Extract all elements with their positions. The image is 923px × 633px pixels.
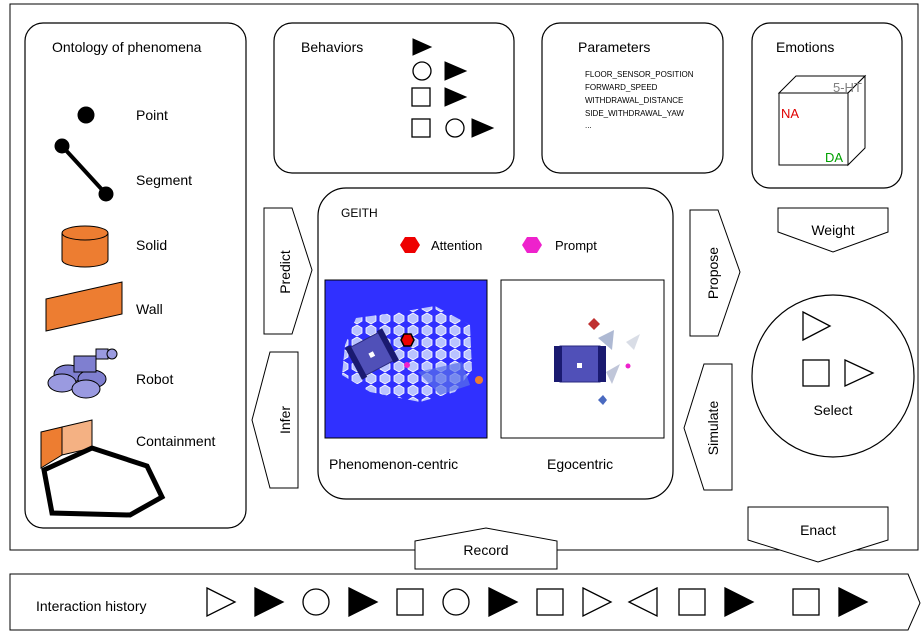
parameter-item: SIDE_WITHDRAWAL_YAW xyxy=(585,109,684,118)
emotions-panel: Emotions 5-HT NA DA xyxy=(751,22,903,189)
ontology-item-solid: Solid xyxy=(136,237,167,253)
segment-icon xyxy=(54,138,114,202)
history-label: Interaction history xyxy=(36,598,147,614)
emotion-axis-5ht: 5-HT xyxy=(833,80,862,95)
propose-arrow: Propose xyxy=(689,209,741,337)
select-circle xyxy=(751,294,915,458)
phenomenon-centric-view xyxy=(324,279,488,439)
emotion-axis-na: NA xyxy=(781,106,799,121)
history-triangle-outline-icon xyxy=(206,586,237,618)
phenomenon-centric-label: Phenomenon-centric xyxy=(329,456,458,472)
parameters-panel: Parameters FLOOR_SENSOR_POSITION FORWARD… xyxy=(541,22,724,174)
geith-panel: GEITH Attention Prompt Phenomenon-centri… xyxy=(317,187,674,500)
attention-hexagon-icon xyxy=(400,237,420,253)
ontology-item-point: Point xyxy=(136,107,168,123)
simulate-label: Simulate xyxy=(705,401,721,456)
history-triangle-filled-icon xyxy=(254,586,285,618)
emotion-axis-da: DA xyxy=(825,150,843,165)
attention-label: Attention xyxy=(431,238,482,253)
square-icon xyxy=(411,87,431,107)
history-triangle-outline-icon xyxy=(582,586,613,618)
select-label: Select xyxy=(814,402,853,418)
history-circle-icon xyxy=(302,588,330,616)
history-square-icon xyxy=(536,588,564,616)
prompt-label: Prompt xyxy=(555,238,597,253)
parameter-item: WITHDRAWAL_DISTANCE xyxy=(585,96,683,105)
emotion-cube-icon xyxy=(777,74,867,167)
history-sequence xyxy=(206,586,869,618)
robot-icon xyxy=(47,348,118,399)
predict-arrow: Predict xyxy=(263,207,313,335)
prompt-hexagon-icon xyxy=(522,237,542,253)
behaviors-title: Behaviors xyxy=(301,39,363,55)
circle-icon xyxy=(412,61,432,81)
ontology-item-wall: Wall xyxy=(136,301,163,317)
history-triangle-filled-icon xyxy=(838,586,869,618)
square-icon xyxy=(411,118,431,138)
wall-icon xyxy=(45,281,123,332)
predict-label: Predict xyxy=(277,250,293,294)
containment-icon xyxy=(40,419,166,518)
history-triangle-filled-icon xyxy=(724,586,755,618)
history-circle-icon xyxy=(442,588,470,616)
infer-arrow: Infer xyxy=(251,351,299,489)
emotions-title: Emotions xyxy=(776,39,834,55)
enact-arrow: Enact xyxy=(747,506,889,563)
parameter-item: ... xyxy=(585,121,592,130)
ontology-title: Ontology of phenomena xyxy=(52,39,202,55)
parameters-title: Parameters xyxy=(578,39,650,55)
interaction-history: Interaction history xyxy=(9,573,921,631)
parameter-item: FORWARD_SPEED xyxy=(585,83,658,92)
record-arrow: Record xyxy=(414,527,558,570)
parameters-box xyxy=(541,22,724,174)
history-triangle-filled-icon xyxy=(348,586,379,618)
triangle-filled-icon xyxy=(444,87,468,107)
parameter-item: FLOOR_SENSOR_POSITION xyxy=(585,70,694,79)
weight-arrow: Weight xyxy=(777,207,889,253)
circle-icon xyxy=(445,118,465,138)
solid-icon xyxy=(61,225,109,268)
propose-label: Propose xyxy=(705,247,721,299)
triangle-outline-icon xyxy=(802,310,832,342)
history-triangle-left-outline-icon xyxy=(627,586,658,618)
behaviors-panel: Behaviors xyxy=(273,22,515,174)
square-icon xyxy=(802,359,830,387)
infer-label: Infer xyxy=(277,406,293,434)
triangle-outline-icon xyxy=(844,358,875,388)
ontology-item-robot: Robot xyxy=(136,371,173,387)
ontology-item-segment: Segment xyxy=(136,172,192,188)
ontology-panel: Ontology of phenomena Point Segment Soli… xyxy=(24,22,247,529)
egocentric-view xyxy=(500,279,665,439)
triangle-filled-icon xyxy=(471,118,495,138)
history-triangle-filled-icon xyxy=(488,586,519,618)
ontology-box xyxy=(24,22,247,529)
history-square-icon xyxy=(678,588,706,616)
egocentric-label: Egocentric xyxy=(547,456,613,472)
ontology-item-containment: Containment xyxy=(136,433,215,449)
simulate-arrow: Simulate xyxy=(683,363,733,491)
point-icon xyxy=(77,106,95,124)
history-square-icon xyxy=(792,588,820,616)
select-panel: Select xyxy=(751,294,915,458)
weight-label: Weight xyxy=(811,222,854,238)
triangle-filled-icon xyxy=(444,61,468,81)
triangle-filled-icon xyxy=(412,38,433,56)
record-label: Record xyxy=(463,542,508,558)
history-square-icon xyxy=(396,588,424,616)
geith-title: GEITH xyxy=(341,206,378,220)
enact-label: Enact xyxy=(800,522,836,538)
